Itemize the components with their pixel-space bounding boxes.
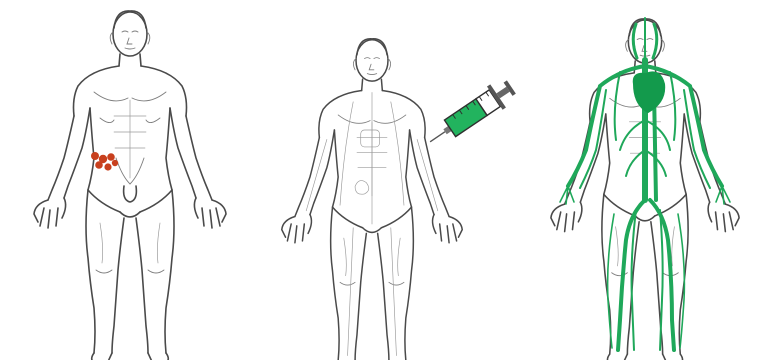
tumor-cluster-icon xyxy=(91,152,118,171)
figure-circulation xyxy=(551,18,739,360)
vascular-system-icon xyxy=(560,18,730,350)
body-outline-2 xyxy=(282,39,462,360)
body-outline-1 xyxy=(34,11,226,360)
figure-tumor xyxy=(34,11,226,360)
figure-injection xyxy=(282,39,519,360)
syringe-icon xyxy=(422,75,519,153)
